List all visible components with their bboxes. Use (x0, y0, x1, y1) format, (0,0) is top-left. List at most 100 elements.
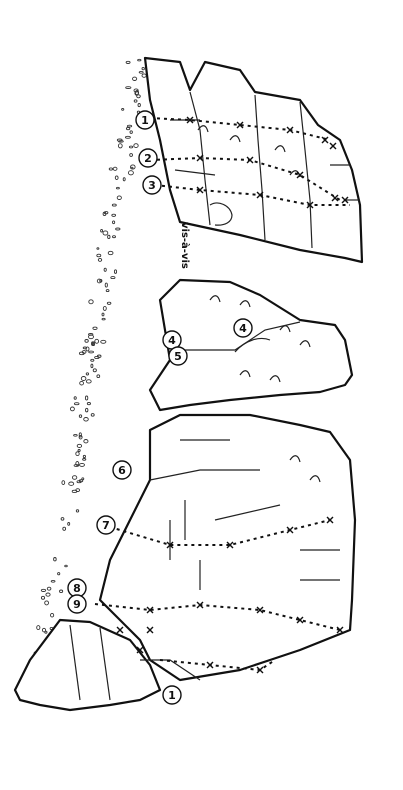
pebble (138, 59, 141, 61)
route-2-label: 2 (144, 152, 152, 165)
pebble (97, 375, 100, 378)
pebble (113, 167, 117, 170)
pebble (117, 196, 121, 200)
pebble (91, 364, 93, 368)
pebble (45, 601, 49, 605)
pebble (42, 628, 45, 632)
pebble (125, 136, 130, 138)
pebble (142, 74, 146, 77)
pebble (129, 146, 132, 148)
extra-route-label: 1 (168, 689, 176, 702)
pebble (134, 144, 138, 148)
route-4-start-label: 4 (168, 334, 176, 347)
pebble (77, 444, 81, 447)
pebble (79, 415, 81, 418)
pebble (107, 302, 111, 304)
pebble (126, 128, 129, 130)
pebble (70, 407, 74, 411)
pebble (41, 596, 44, 599)
pebble (89, 334, 93, 336)
pebble (51, 580, 55, 582)
pebble (74, 397, 76, 400)
pebble (86, 380, 91, 383)
pebble (46, 593, 50, 596)
pebble (112, 214, 116, 216)
pebble (80, 463, 85, 466)
pebble (51, 613, 54, 617)
pebble (87, 403, 90, 405)
pebble (113, 236, 116, 238)
pebble (102, 318, 105, 320)
pebble (97, 254, 101, 257)
pebble (137, 95, 141, 98)
pebble (91, 414, 94, 417)
pebble (83, 455, 85, 457)
pebble (78, 450, 80, 452)
pebble (97, 279, 101, 283)
pebble (113, 221, 115, 224)
pebble (91, 359, 94, 361)
pebble (93, 369, 96, 372)
pebble (112, 204, 116, 206)
pebble (130, 131, 132, 134)
pebble (98, 258, 101, 261)
pebble (76, 452, 79, 456)
pebble (83, 459, 86, 461)
pebble (103, 306, 106, 310)
pebble (93, 327, 97, 329)
pebble (89, 300, 93, 304)
pebble (37, 626, 40, 630)
route-5-label: 5 (174, 350, 182, 363)
pebble (89, 351, 94, 353)
route-3-label: 3 (148, 179, 156, 192)
pebble (62, 481, 65, 485)
pebble (76, 510, 78, 512)
route-9-label: 9 (73, 598, 81, 611)
route-7-label: 7 (102, 519, 110, 532)
pebble (114, 270, 116, 274)
pebble (116, 228, 120, 230)
route-1-label: 1 (141, 114, 149, 127)
pebble (134, 100, 137, 102)
pebble (65, 565, 68, 567)
pebble (74, 403, 79, 405)
pebble (84, 418, 89, 422)
pebble (126, 87, 131, 89)
pebble (60, 590, 63, 593)
pebble (69, 482, 74, 485)
pebble (133, 77, 137, 80)
pebble (108, 251, 113, 254)
pebble (116, 187, 119, 189)
pebble (74, 434, 78, 436)
pebble (86, 408, 88, 412)
pebble (102, 313, 104, 316)
pebble (105, 283, 107, 287)
pebble (103, 231, 108, 235)
pebble (130, 154, 133, 157)
pebble (95, 339, 99, 343)
pebble (118, 144, 122, 148)
route-6-label: 6 (118, 464, 126, 477)
pebble (85, 340, 88, 343)
pebble (80, 381, 84, 385)
pebble (47, 587, 51, 590)
pebble (128, 171, 133, 175)
pebble (79, 433, 81, 437)
route-8-label: 8 (73, 582, 81, 595)
pebble (54, 558, 57, 561)
boulder-top (145, 58, 362, 262)
pebble (115, 176, 118, 180)
pebble (126, 61, 130, 63)
pebble (139, 71, 143, 73)
pebble (122, 109, 124, 111)
pebble (84, 440, 88, 443)
pebble (58, 573, 60, 575)
pebble (111, 277, 115, 279)
pebble (63, 527, 66, 530)
pebble (142, 67, 144, 69)
pebble (101, 229, 103, 232)
pebble (85, 396, 87, 400)
pebble (97, 248, 99, 250)
pebble (81, 377, 86, 381)
